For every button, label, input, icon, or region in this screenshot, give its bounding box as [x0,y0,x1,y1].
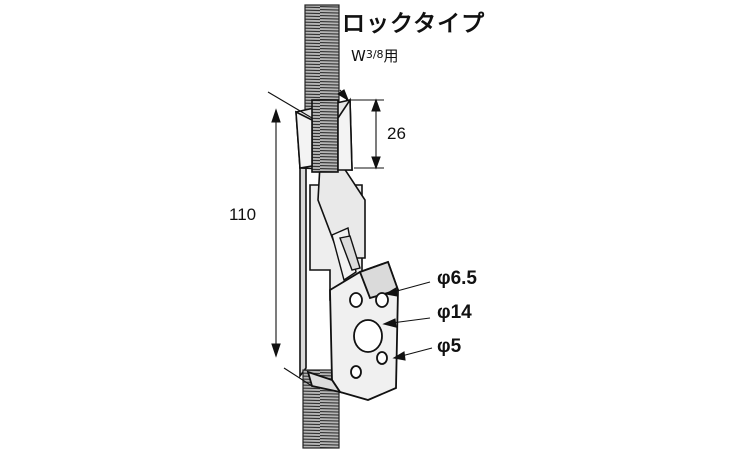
rod-clamp [295,97,353,173]
size-suffix: 用 [383,47,399,65]
product-title: ロックタイプ [342,11,486,37]
size-label: W3/8用 [351,45,399,66]
spring-clip [331,227,361,282]
hole-label-6-5: φ6.5 [437,268,478,289]
clamp-height-label: 26 [387,124,406,143]
hole-leaders [382,281,433,361]
threaded-rod-top [304,4,340,116]
total-height-label: 110 [229,205,257,224]
dimension-clamp-height [336,89,384,170]
size-prefix: W [351,47,366,65]
dimension-total-height [267,91,313,387]
hole-label-14: φ14 [437,302,472,323]
size-fraction: 3/8 [365,48,384,61]
hole-label-5: φ5 [437,336,462,357]
mounting-plate [306,260,400,401]
